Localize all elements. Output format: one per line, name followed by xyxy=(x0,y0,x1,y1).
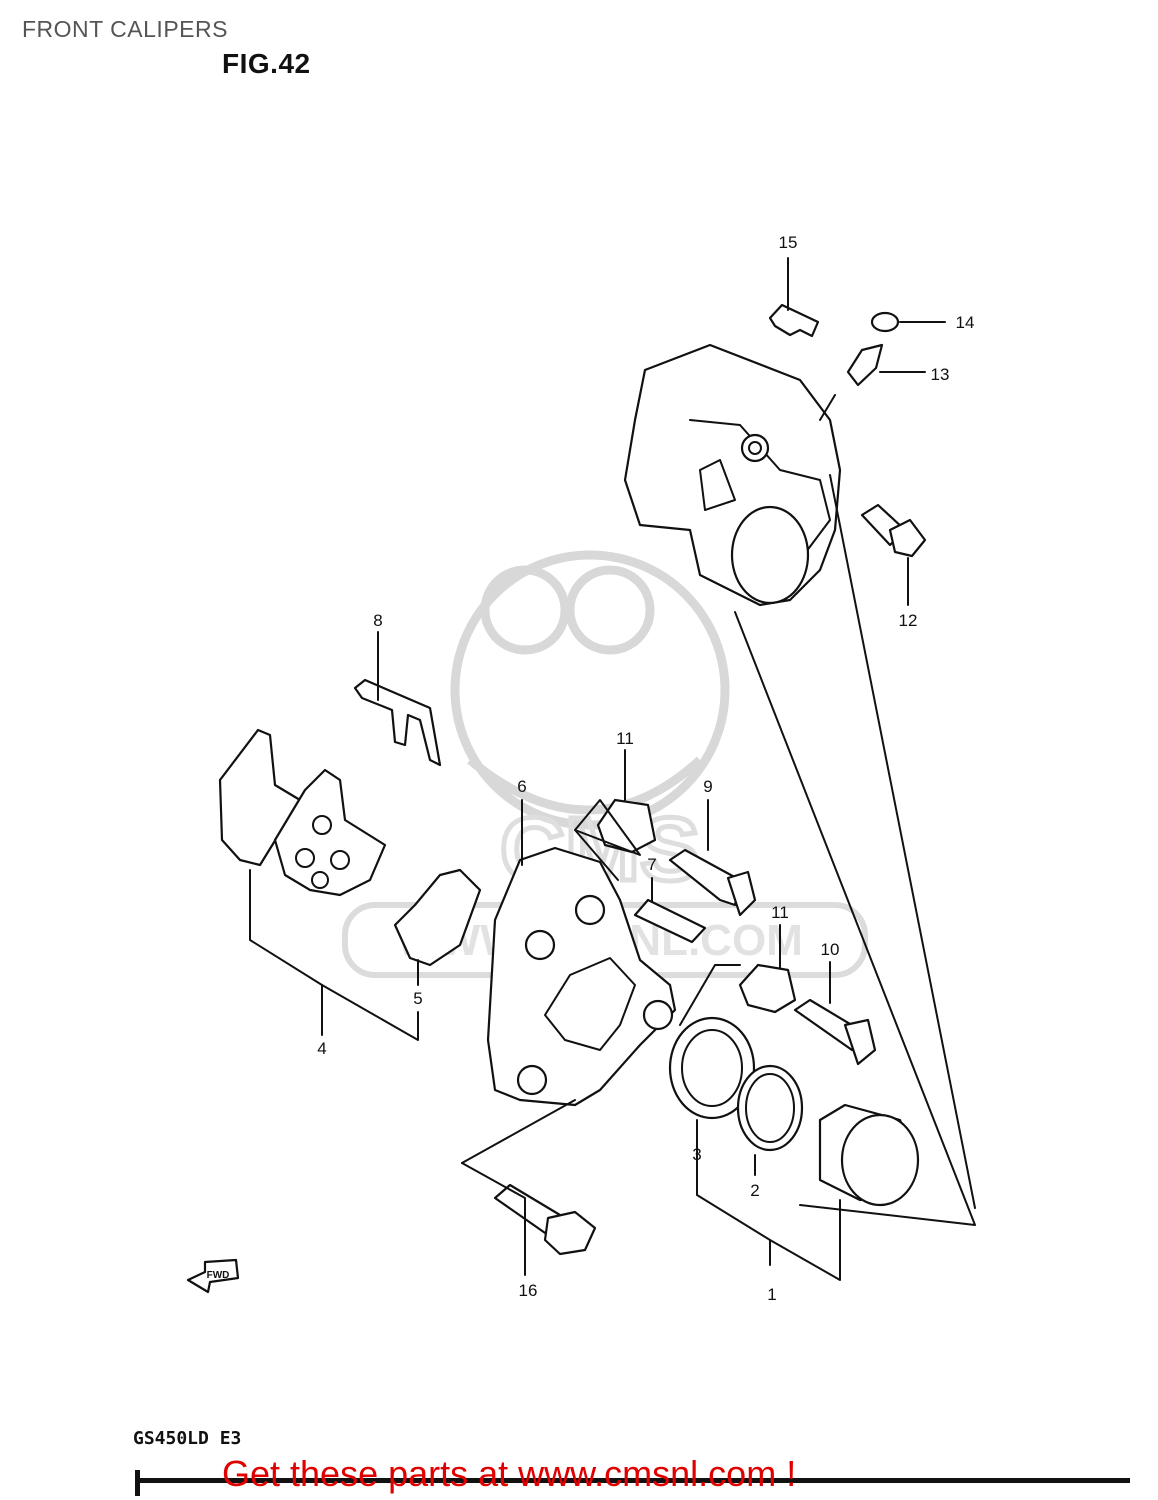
fwd-arrow-icon: FWD xyxy=(186,1258,240,1294)
caliper-carrier-upper xyxy=(623,343,842,607)
callout-11-upper: 11 xyxy=(616,729,634,748)
part-9-slide-pin xyxy=(668,848,757,917)
callout-14: 14 xyxy=(956,313,975,332)
part-8-pad-spring xyxy=(353,678,442,767)
part-13-bleeder-valve xyxy=(846,343,884,387)
figure-label: FIG.42 xyxy=(222,48,311,79)
part-11-boot-lower xyxy=(738,963,797,1014)
part-12-bolt xyxy=(860,503,927,558)
callout-8: 8 xyxy=(373,611,382,630)
part-2-piston-seal xyxy=(736,1064,804,1152)
part-6-caliper-bracket xyxy=(486,846,677,1107)
part-callouts: 15 14 13 12 8 11 9 6 7 11 10 5 4 3 2 16 … xyxy=(317,233,974,1304)
callout-4: 4 xyxy=(317,1039,326,1058)
fwd-label: FWD xyxy=(207,1270,230,1281)
part-15-clip xyxy=(768,303,820,338)
callout-12: 12 xyxy=(899,611,918,630)
part-16-bolt xyxy=(493,1183,597,1256)
callout-16: 16 xyxy=(519,1281,538,1300)
part-7-clip xyxy=(633,898,707,944)
callout-9: 9 xyxy=(703,777,712,796)
callout-11-lower: 11 xyxy=(771,903,789,922)
promo-link[interactable]: Get these parts at www.cmsnl.com ! xyxy=(222,1453,797,1494)
callout-1: 1 xyxy=(767,1285,776,1304)
part-10-slide-pin xyxy=(793,998,877,1066)
callout-5: 5 xyxy=(413,989,422,1008)
callout-3: 3 xyxy=(692,1145,701,1164)
callout-10: 10 xyxy=(821,940,840,959)
model-code: GS450LD E3 xyxy=(133,1428,242,1449)
part-11-boot-upper xyxy=(596,798,657,854)
callout-15: 15 xyxy=(779,233,798,252)
part-4-brake-pads xyxy=(218,728,387,897)
bottom-rule xyxy=(135,1478,1130,1483)
callout-2: 2 xyxy=(750,1181,759,1200)
part-14-bleeder-cap xyxy=(870,311,900,333)
callout-6: 6 xyxy=(517,777,526,796)
part-5-shim xyxy=(393,868,482,967)
page-title: FRONT CALIPERS xyxy=(22,16,228,42)
leader-lines xyxy=(249,257,976,1281)
callout-7: 7 xyxy=(647,855,656,874)
part-3-dust-seal xyxy=(668,1016,756,1120)
callout-13: 13 xyxy=(931,365,950,384)
bottom-rule-tick xyxy=(135,1470,140,1496)
piston xyxy=(818,1103,920,1207)
